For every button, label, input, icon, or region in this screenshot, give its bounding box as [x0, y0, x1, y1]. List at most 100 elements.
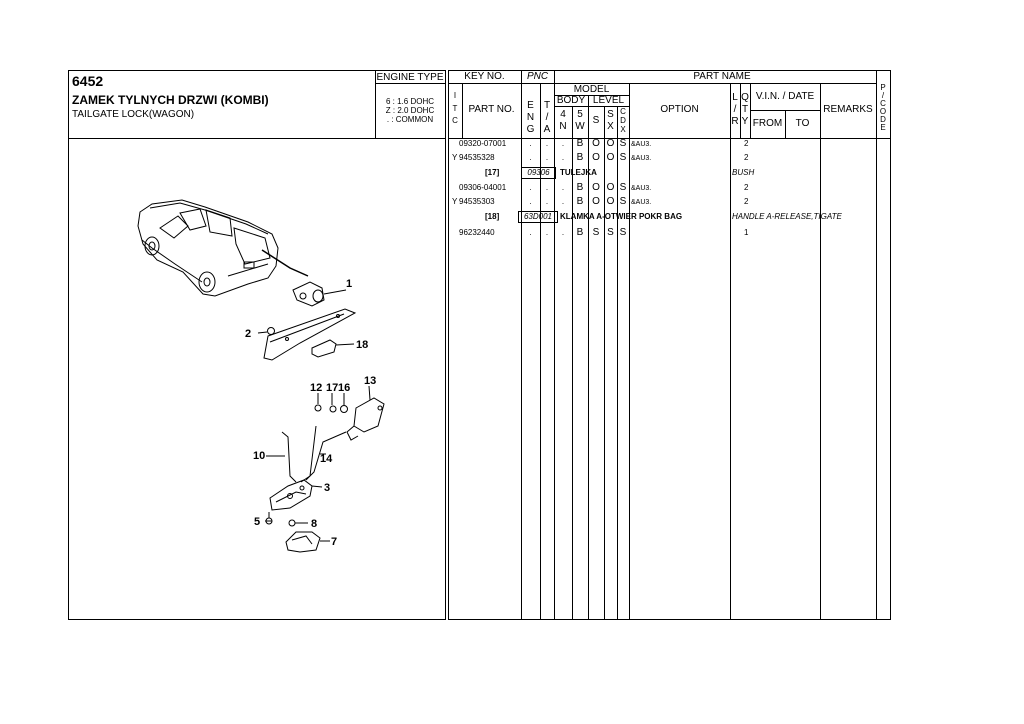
col-part-name: PART NAME: [693, 71, 751, 82]
col-pcode-stub: [876, 70, 877, 83]
col-ta-t: T: [543, 100, 551, 111]
col-pcode-d: D: [880, 115, 886, 124]
col-body-right: [588, 95, 589, 620]
nut-part: [257, 327, 275, 335]
hdr-line-model: [554, 95, 629, 96]
table-row-4-4n: .: [561, 197, 565, 206]
table-row-1-option: &AU3.: [631, 155, 652, 162]
rod-parts: [266, 425, 347, 483]
callout-8: 8: [311, 518, 317, 530]
callout-10: 10: [253, 450, 265, 462]
table-row-5-key: [18]: [485, 212, 500, 221]
col-lr-l: L: [732, 92, 738, 103]
table-row-4-sx: O: [606, 196, 615, 207]
bolt-set-part: [314, 393, 348, 413]
table-row-6-5w: B: [576, 227, 584, 238]
frame-top-right: [448, 70, 891, 71]
col-level: LEVEL: [592, 95, 625, 106]
table-row-2-name-en: BUSH: [732, 168, 755, 177]
table-row-0-cdx: S: [619, 138, 627, 149]
col-level-right: [629, 83, 630, 620]
table-row-3-5w: B: [576, 182, 584, 193]
col-pnc-left: [521, 70, 522, 620]
col-vin-right: [820, 83, 821, 620]
left-header-bottom: [68, 138, 446, 139]
col-pcode-o: O: [879, 107, 887, 116]
hdr-line-bodylevel: [554, 106, 629, 107]
col-itc-right: [462, 83, 463, 138]
table-row-2-pnc: 09306: [521, 167, 556, 179]
col-option-right: [730, 83, 731, 620]
table-row-6-sx: S: [607, 227, 614, 238]
callout-18: 18: [356, 339, 368, 351]
table-row-1-cdx: S: [619, 152, 627, 163]
actuator-part: [346, 385, 385, 441]
col-from: FROM: [752, 118, 783, 129]
table-row-1-5w: B: [576, 152, 584, 163]
callout-7: 7: [331, 536, 337, 548]
col-sx-x: X: [607, 121, 614, 132]
col-4n-n: N: [559, 121, 567, 132]
table-row-2-name-pl: TULEJKA: [560, 168, 597, 177]
table-row-6-s: S: [592, 227, 600, 238]
col-part-no: PART NO.: [468, 104, 515, 115]
col-itc-t: T: [452, 104, 458, 113]
col-ta-right: [554, 70, 555, 620]
col-remarks-right: [876, 83, 877, 620]
col-qty-q: Q: [741, 92, 749, 103]
col-sx-right: [617, 106, 618, 620]
table-row-0-4n: .: [561, 139, 565, 148]
engine-col-divider: [375, 70, 376, 138]
table-row-1-qty: 2: [744, 153, 749, 162]
col-eng-right: [540, 83, 541, 620]
table-row-3-part-no: 09306-04001: [459, 183, 507, 192]
frame-top-left: [68, 70, 446, 71]
frame-bottom-left: [68, 619, 446, 620]
table-row-6-4n: .: [561, 228, 565, 237]
table-row-2-key: [17]: [485, 168, 500, 177]
lock-cylinder-part: [292, 281, 347, 307]
col-itc-c: C: [452, 116, 458, 125]
latch-part: [269, 479, 323, 511]
hdr-line-keyrow: [448, 83, 876, 84]
frame-left: [68, 70, 69, 620]
callout-5: 5: [254, 516, 260, 528]
table-row-1-itc: Y: [452, 153, 458, 162]
table-row-5-name-en: HANDLE A-RELEASE,TIGATE: [732, 212, 842, 221]
table-row-1-s: O: [592, 152, 600, 163]
col-lr-right: [740, 83, 741, 138]
engine-line-1: 6 : 1.6 DOHC: [385, 97, 434, 106]
callout-17: 17: [326, 382, 338, 394]
col-sx-s: S: [607, 109, 614, 120]
table-row-6-part-no: 96232440: [459, 228, 495, 237]
callout-12: 12: [310, 382, 322, 394]
table-row-1-part-no: 94535328: [459, 153, 495, 162]
table-row-1-eng: .: [529, 153, 532, 162]
col-5w-w: W: [575, 121, 585, 132]
table-row-3-sx: O: [606, 182, 615, 193]
bolt-5-part: [265, 512, 273, 525]
col-ta-a: A: [543, 124, 551, 135]
callout-14: 14: [320, 453, 333, 465]
table-row-3-eng: .: [529, 183, 532, 192]
release-handle-part: [311, 339, 355, 358]
table-row-3-4n: .: [561, 183, 565, 192]
bolt-8-part: [288, 519, 308, 527]
table-row-4-option: &AU3.: [631, 199, 652, 206]
col-4n-right: [572, 106, 573, 620]
table-row-3-qty: 2: [744, 183, 749, 192]
table-row-4-itc: Y: [452, 197, 458, 206]
table-row-1-4n: .: [561, 153, 565, 162]
table-row-3-s: O: [592, 182, 600, 193]
table-row-4-s: O: [592, 196, 600, 207]
frame-middle-a: [445, 70, 446, 620]
col-vin-date: V.I.N. / DATE: [755, 91, 815, 102]
table-row-0-option: &AU3.: [631, 141, 652, 148]
table-row-3-cdx: S: [619, 182, 627, 193]
engine-line-3: . : COMMON: [386, 115, 434, 124]
title-polish: ZAMEK TYLNYCH DRZWI (KOMBI): [72, 93, 269, 107]
table-row-6-eng: .: [529, 228, 532, 237]
table-row-0-eng: .: [529, 139, 532, 148]
car-illustration: [137, 199, 309, 297]
table-row-4-ta: .: [545, 197, 549, 206]
